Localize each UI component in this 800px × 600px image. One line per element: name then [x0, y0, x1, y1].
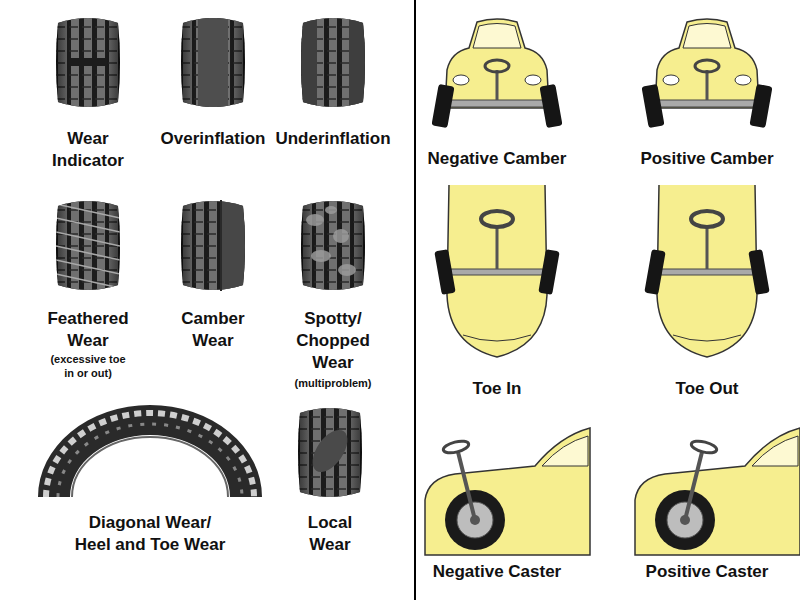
- alignment-label: Negative Camber: [407, 148, 587, 170]
- wear-label: Wear Indicator: [43, 128, 133, 172]
- wear-label: Diagonal Wear/ Heel and Toe Wear: [71, 512, 229, 556]
- alignment-label: Positive Caster: [627, 561, 787, 583]
- car-side-view: [425, 428, 590, 555]
- tire-side-view: [38, 405, 262, 497]
- alignment-label: Negative Caster: [412, 561, 582, 583]
- divider-line: [414, 0, 416, 600]
- car-front-view: [641, 19, 772, 128]
- car-top-view: [434, 185, 559, 357]
- wear-note: (multiproblem): [273, 376, 393, 390]
- tire-tread: [179, 13, 247, 112]
- wear-label: Local Wear: [303, 512, 358, 556]
- wear-label: Feathered Wear: [38, 308, 138, 352]
- alignment-label: Toe In: [417, 378, 577, 400]
- wear-note: (excessive toe in or out): [47, 352, 129, 380]
- tire-tread: [54, 13, 122, 112]
- alignment-label: Positive Camber: [622, 148, 792, 170]
- car-top-view: [644, 185, 769, 357]
- car-side-view: [635, 428, 800, 555]
- tire-tread: [179, 196, 247, 295]
- wear-label: Underinflation: [263, 128, 403, 150]
- tire-tread: [296, 403, 364, 502]
- tire-tread: [299, 196, 367, 295]
- alignment-label: Toe Out: [627, 378, 787, 400]
- wear-label: Spotty/ Chopped Wear: [291, 308, 376, 374]
- tire-tread: [54, 196, 122, 295]
- wear-label: Overinflation: [148, 128, 278, 150]
- tire-tread: [299, 13, 367, 112]
- wear-label: Camber Wear: [173, 308, 253, 352]
- car-front-view: [431, 19, 562, 128]
